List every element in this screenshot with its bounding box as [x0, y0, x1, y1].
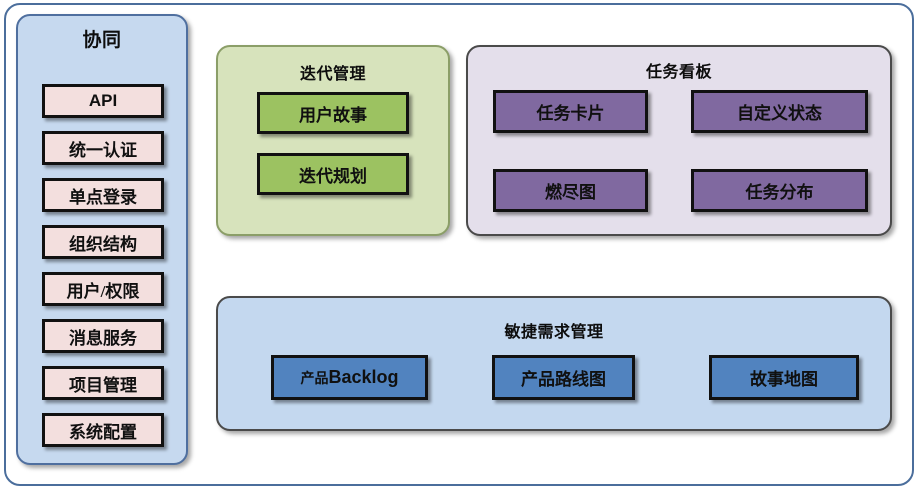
taskboard-item-label: 燃尽图: [545, 183, 596, 202]
taskboard-item-label: 任务卡片: [536, 104, 605, 123]
taskboard-panel-title: 任务看板: [645, 64, 712, 81]
sidebar-item-label: API: [88, 91, 118, 110]
sidebar-item-label: 组织结构: [69, 234, 137, 254]
sidebar-item-org-structure[interactable]: 组织结构: [42, 225, 164, 259]
iteration-panel: 迭代管理 用户故事 迭代规划: [216, 45, 450, 236]
sidebar-item-label: 消息服务: [69, 328, 137, 348]
requirements-panel-title: 敏捷需求管理: [504, 324, 604, 341]
sidebar-item-sso[interactable]: 单点登录: [42, 178, 164, 212]
iteration-item-label: 迭代规划: [299, 166, 367, 186]
iteration-item-label: 用户故事: [299, 105, 367, 125]
requirements-item-product-roadmap[interactable]: 产品路线图: [492, 355, 635, 400]
sidebar-item-message-service[interactable]: 消息服务: [42, 319, 164, 353]
requirements-item-label-cn: 产品: [300, 371, 329, 387]
sidebar-item-unified-auth[interactable]: 统一认证: [42, 131, 164, 165]
sidebar-item-project-management[interactable]: 项目管理: [42, 366, 164, 400]
sidebar-item-api[interactable]: API: [42, 84, 164, 118]
taskboard-item-burndown-chart[interactable]: 燃尽图: [493, 169, 648, 212]
sidebar-item-label: 单点登录: [69, 187, 137, 207]
sidebar-item-label: 系统配置: [69, 422, 137, 442]
requirements-item-label-en: Backlog: [328, 367, 399, 387]
sidebar-title: 协同: [82, 30, 122, 51]
sidebar-item-system-config[interactable]: 系统配置: [42, 413, 164, 447]
sidebar-item-label: 用户/权限: [66, 281, 140, 301]
taskboard-item-task-distribution[interactable]: 任务分布: [691, 169, 868, 212]
requirements-item-story-map[interactable]: 故事地图: [709, 355, 859, 400]
sidebar-item-user-permission[interactable]: 用户/权限: [42, 272, 164, 306]
iteration-item-iteration-planning[interactable]: 迭代规划: [257, 153, 409, 195]
sidebar-item-label: 统一认证: [69, 140, 137, 160]
iteration-item-user-story[interactable]: 用户故事: [257, 92, 409, 134]
taskboard-item-custom-status[interactable]: 自定义状态: [691, 90, 868, 133]
iteration-panel-title: 迭代管理: [299, 66, 366, 83]
sidebar-item-label: 项目管理: [69, 375, 137, 395]
taskboard-item-task-card[interactable]: 任务卡片: [493, 90, 648, 133]
taskboard-panel: 任务看板 任务卡片 自定义状态 燃尽图 任务分布: [466, 45, 892, 236]
sidebar-panel: 协同 API 统一认证 单点登录 组织结构 用户/权限 消息服务 项目管理 系统…: [16, 14, 188, 465]
taskboard-item-label: 任务分布: [745, 183, 814, 202]
taskboard-item-label: 自定义状态: [737, 104, 822, 123]
requirements-item-label: 产品路线图: [521, 370, 606, 389]
requirements-item-label: 故事地图: [750, 370, 818, 389]
